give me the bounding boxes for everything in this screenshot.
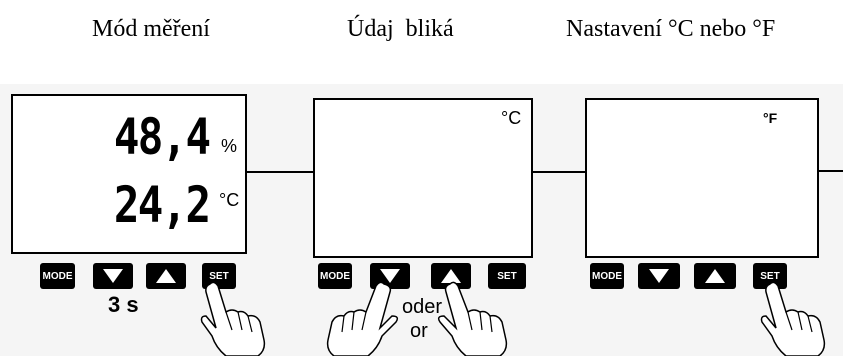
- mode-button-label: MODE: [320, 270, 350, 282]
- hand-pointer-icon: [760, 281, 826, 356]
- connector-line: [818, 170, 843, 172]
- hand-pointer-icon: [326, 281, 399, 356]
- triangle-up-icon: [156, 269, 176, 283]
- lcd-display-measure: 48,4 % 24,2 °C: [11, 94, 247, 254]
- or-label-german: oder: [402, 296, 443, 318]
- down-button[interactable]: [93, 263, 133, 289]
- mode-button[interactable]: MODE: [318, 263, 352, 289]
- set-button-label: SET: [760, 270, 780, 282]
- hand-pointer-icon: [200, 281, 266, 356]
- triangle-down-icon: [649, 269, 669, 283]
- caption-measure-mode: Mód měření: [92, 16, 210, 42]
- mode-button[interactable]: MODE: [590, 263, 624, 289]
- unit-indicator-fahrenheit: °F: [763, 110, 778, 126]
- up-button[interactable]: [146, 263, 186, 289]
- lcd-display-blinking: °C: [313, 98, 533, 258]
- caption-display-blinks: Údaj bliká: [347, 16, 454, 42]
- triangle-down-icon: [380, 269, 400, 283]
- hand-pointer-icon: [437, 281, 508, 356]
- mode-button-label: MODE: [592, 270, 622, 282]
- or-label-english: or: [410, 320, 428, 342]
- set-button-label: SET: [209, 270, 229, 282]
- temperature-unit: °C: [219, 190, 240, 210]
- mode-button-label: MODE: [42, 270, 73, 282]
- temperature-value: 24,2: [113, 176, 210, 234]
- connector-line: [247, 171, 314, 173]
- triangle-up-icon: [705, 269, 725, 283]
- connector-line: [532, 171, 586, 173]
- lcd-display-unit-setting: °F: [585, 98, 819, 258]
- humidity-unit: %: [221, 136, 238, 156]
- unit-indicator-celsius: °C: [501, 108, 522, 128]
- down-button[interactable]: [370, 263, 410, 289]
- down-button[interactable]: [638, 263, 680, 289]
- hold-time-label: 3 s: [108, 292, 139, 317]
- caption-unit-setting: Nastavení °C nebo °F: [566, 16, 776, 42]
- triangle-down-icon: [103, 269, 123, 283]
- set-button[interactable]: SET: [488, 263, 526, 289]
- mode-button[interactable]: MODE: [40, 263, 75, 289]
- humidity-value: 48,4: [113, 108, 210, 166]
- triangle-up-icon: [441, 269, 461, 283]
- up-button[interactable]: [694, 263, 736, 289]
- set-button-label: SET: [497, 270, 517, 282]
